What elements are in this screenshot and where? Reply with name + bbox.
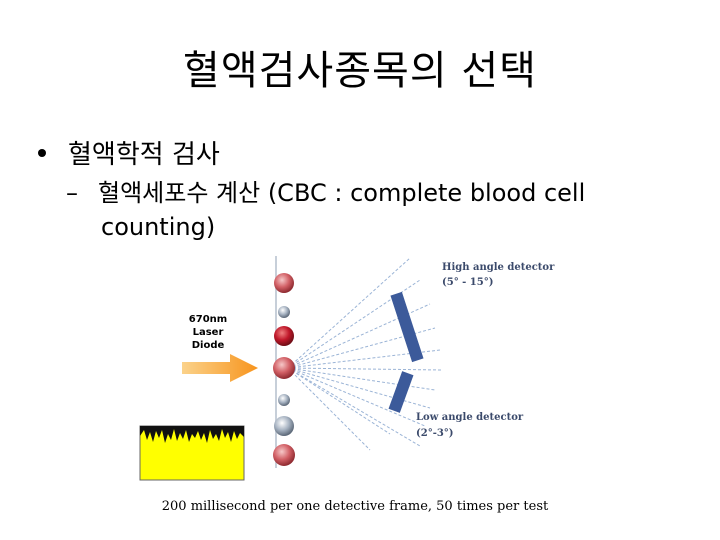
high-angle-detector — [390, 291, 424, 363]
high-detector-range: (5° - 15°) — [442, 277, 493, 288]
laser-label-3: Diode — [192, 340, 225, 351]
red-cell — [274, 273, 294, 293]
figure-caption: 200 millisecond per one detective frame,… — [162, 499, 549, 514]
white-cell — [274, 416, 294, 436]
bullet-item: 혈액학적 검사 — [38, 134, 220, 171]
red-cell — [273, 444, 295, 466]
red-cell — [273, 357, 295, 379]
sub-text-line1: 혈액세포수 계산 (CBC : complete blood cell — [98, 179, 586, 207]
bullet-text: 혈액학적 검사 — [68, 140, 220, 170]
sub-text-line2: counting) — [101, 213, 216, 241]
slide-title: 혈액검사종목의 선택 — [183, 48, 537, 94]
high-detector-label: High angle detector — [442, 262, 555, 273]
platelet-cell — [278, 306, 290, 318]
bullet-dot-icon — [38, 148, 46, 157]
laser-label-1: 670nm — [189, 314, 227, 325]
flow-cytometry-figure: 670nm Laser Diode High angle detector (5… — [130, 250, 580, 530]
laser-arrow-icon — [182, 354, 258, 382]
low-detector-label: Low angle detector — [416, 412, 524, 423]
sub-bullet: –혈액세포수 계산 (CBC : complete blood cell cou… — [66, 176, 686, 244]
histogram-box — [139, 425, 245, 481]
diagram-svg: 670nm Laser Diode High angle detector (5… — [139, 256, 555, 514]
sub-dash: – — [66, 179, 78, 207]
red-cell-dark — [274, 326, 294, 346]
platelet-cell — [278, 394, 290, 406]
laser-label-2: Laser — [193, 327, 224, 338]
histogram-signal — [140, 426, 244, 443]
low-angle-detector — [388, 371, 414, 413]
blood-cells — [273, 273, 295, 466]
low-detector-range: (2°-3°) — [416, 428, 454, 439]
